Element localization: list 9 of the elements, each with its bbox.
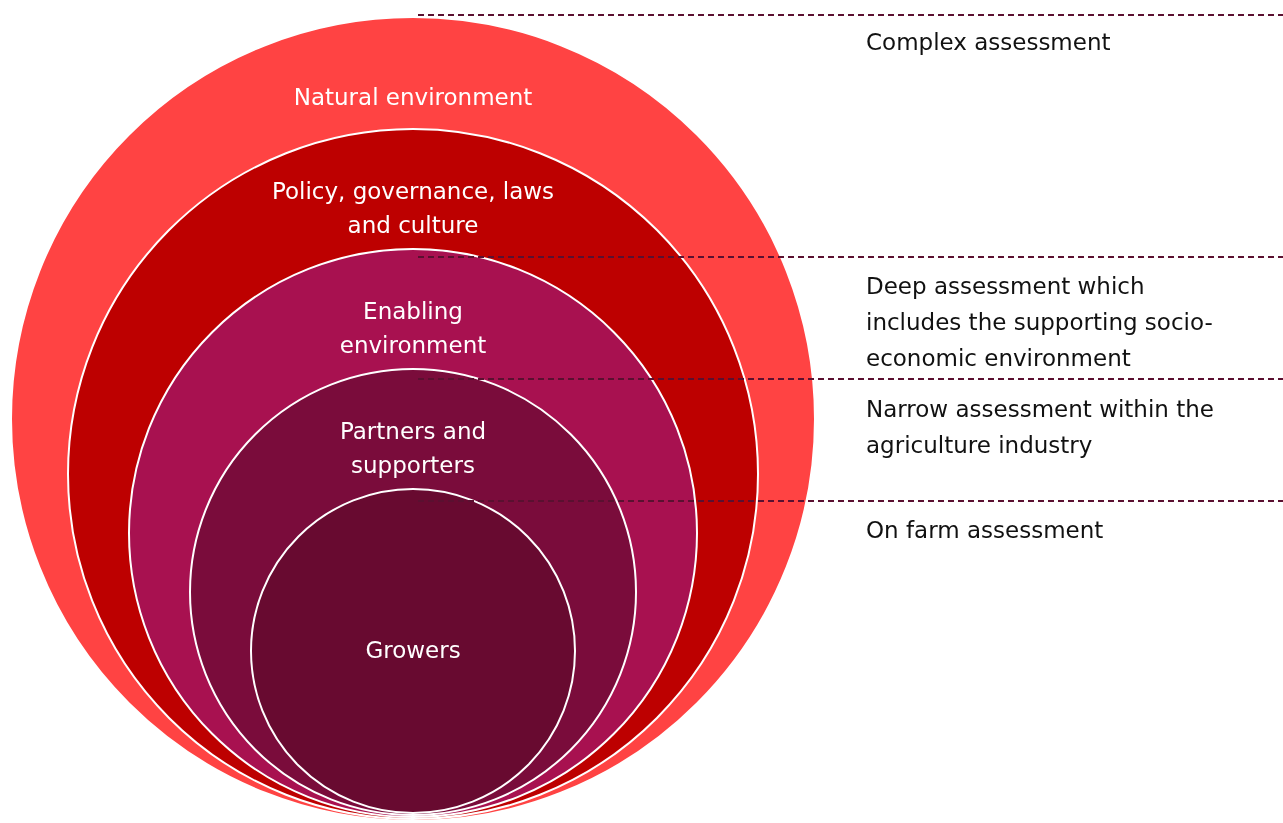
level-description: Complex assessment bbox=[866, 28, 1112, 57]
level-description: Deep assessment which includes the supporting socio-economic environment bbox=[866, 272, 1214, 373]
layer-label: Growers bbox=[364, 636, 462, 665]
layer-label: Enabling environment bbox=[338, 297, 488, 360]
layer-label: Partners and supporters bbox=[338, 417, 488, 480]
level-description: Narrow assessment within the agriculture industry bbox=[866, 395, 1215, 460]
layer-label: Policy, governance, laws and culture bbox=[270, 177, 556, 240]
level-description: On farm assessment bbox=[866, 516, 1105, 545]
layer-label: Natural environment bbox=[292, 83, 534, 112]
